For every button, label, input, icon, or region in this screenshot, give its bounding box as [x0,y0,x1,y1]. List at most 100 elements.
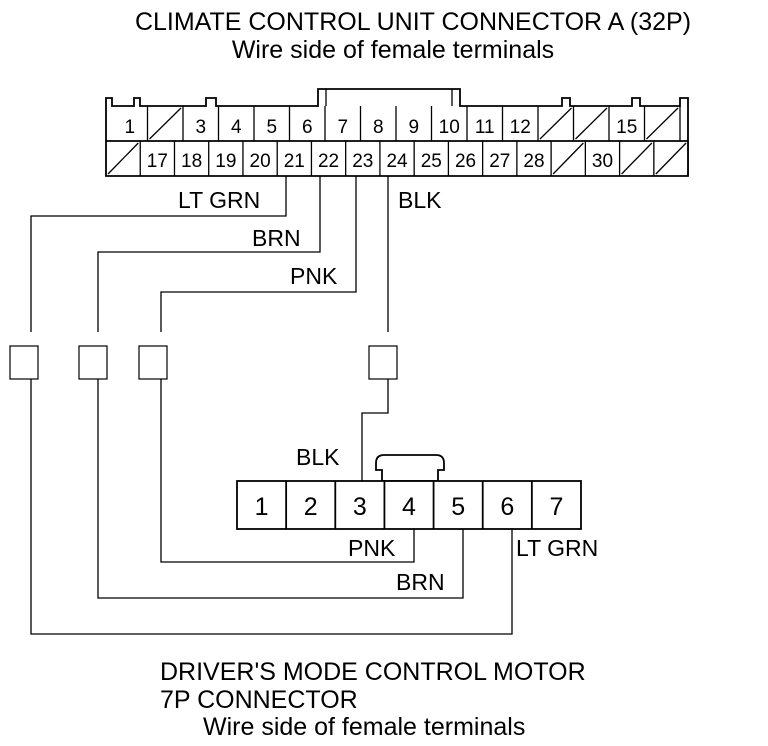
top-row-1-cell: 9 [408,106,433,141]
top-row-2-cell: 28 [523,141,552,176]
top-row-2-pin-label: 30 [592,151,613,172]
top-row-2-cell: 17 [147,141,176,176]
top-row-1-pin-label: 10 [439,117,460,138]
bottom-pin-label: 6 [500,493,514,521]
top-connector-row-2: 17 18 19 20 21 22 23 24 25 26 27 28 30 [107,141,689,176]
top-row-2-pin-label: 23 [352,151,373,172]
top-row-2-cell [621,141,655,176]
top-row-2-cell: 22 [318,141,347,176]
top-row-1-pin-label: 5 [266,117,277,138]
top-row-1-pin-label: 12 [510,117,531,138]
wire-label-pnk-bottom: PNK [348,535,396,561]
inline-connector-lt-grn [9,345,39,380]
top-row-2-cell [655,141,689,176]
top-row-2-cell [552,141,587,176]
top-row-2-cell: 21 [284,141,313,176]
top-row-1-pin-label: 11 [475,117,495,138]
bottom-pin-cell: 3 [334,481,367,529]
top-row-2-pin-label: 28 [523,151,544,172]
top-row-1-pin-label: 1 [124,117,135,138]
top-row-2-pin-label: 19 [215,151,236,172]
top-row-1-cell [539,106,575,141]
top-row-1-empty-slot-slash [539,107,572,140]
top-row-1-empty-slot-slash [149,107,182,140]
wire-pnk-bottom [160,379,415,563]
wire-label-brn-top: BRN [252,225,301,251]
top-row-1-pin-label: 9 [408,117,419,138]
top-row-1-cell: 15 [616,106,646,141]
inline-connector-brn [78,345,108,380]
top-row-2-pin-label: 18 [181,151,202,172]
top-connector-row-1: 1 3 4 5 6 7 8 9 10 11 12 15 [124,106,681,141]
top-row-1-pin-label: 4 [231,117,242,138]
top-row-2-cell [107,141,141,176]
top-row-2-empty-slot-slash [107,142,139,175]
top-row-1-empty-slot-slash [575,107,608,140]
top-row-2-empty-slot-slash [621,142,653,175]
bottom-pin-label: 1 [255,493,269,521]
wire-label-brn-bottom: BRN [396,569,445,595]
top-row-1-cell: 7 [337,106,362,141]
bottom-connector-subtitle: Wire side of female terminals [203,713,525,741]
top-row-1-empty-slot-slash [646,107,679,140]
top-row-2-cell: 27 [489,141,518,176]
top-row-2-cell: 18 [181,141,210,176]
top-row-2-pin-label: 26 [455,151,476,172]
wire-label-blk-bottom: BLK [296,444,340,470]
top-row-1-pin-label: 6 [302,117,313,138]
top-row-2-cell: 23 [352,141,381,176]
top-row-2-pin-label: 17 [147,151,168,172]
top-row-1-cell [646,106,681,141]
wire-pnk-top [160,176,357,332]
bottom-connector-pins: 1 2 3 4 5 6 7 [255,481,563,529]
inline-connector-pnk [138,345,168,380]
bottom-pin-cell: 5 [432,481,465,529]
bottom-pin-label: 3 [353,493,367,521]
top-row-2-empty-slot-slash [655,142,687,175]
top-row-1-pin-label: 8 [373,117,384,138]
top-row-1-cell: 6 [302,106,326,141]
top-row-1-cell [149,106,184,141]
top-connector-title: CLIMATE CONTROL UNIT CONNECTOR A (32P) [135,8,691,36]
top-row-2-pin-label: 21 [284,151,305,172]
top-connector-subtitle: Wire side of female terminals [232,36,554,64]
bottom-pin-label: 2 [304,493,318,521]
top-row-2-cell: 19 [215,141,244,176]
wire-label-blk-top: BLK [398,187,442,213]
bottom-pin-cell: 6 [481,481,514,529]
wire-brn-bottom [97,379,464,599]
top-row-2-pin-label: 24 [386,151,408,172]
top-row-2-cell: 26 [455,141,484,176]
bottom-pin-label: 7 [549,493,563,521]
wire-label-pnk-top: PNK [290,263,338,289]
bottom-pin-label: 5 [451,493,465,521]
top-row-1-pin-label: 15 [616,117,637,138]
top-row-1-cell: 12 [510,106,539,141]
top-row-2-cell: 30 [592,141,621,176]
top-row-1-pin-label: 7 [337,117,348,138]
top-row-1-cell: 10 [439,106,468,141]
top-row-2-pin-label: 25 [421,151,442,172]
bottom-pin-label: 4 [402,493,416,521]
wire-lt-grn-bottom [30,379,513,635]
top-row-1-cell: 4 [231,106,255,141]
wire-lt-grn-top [30,176,287,332]
bottom-pin-cell: 7 [530,481,563,529]
inline-connector-blk [368,345,398,380]
bottom-pin-cell: 2 [285,481,318,529]
bottom-pin-cell: 4 [383,481,416,529]
top-row-1-cell [575,106,610,141]
bottom-pin-cell: 1 [255,493,269,521]
top-row-2-pin-label: 20 [250,151,271,172]
top-row-2-pin-label: 22 [318,151,339,172]
top-row-2-empty-slot-slash [552,142,584,175]
top-row-1-pin-label: 3 [195,117,206,138]
top-row-2-cell: 25 [421,141,450,176]
wire-blk-bottom [361,379,389,481]
wire-label-lt-grn-bottom: LT GRN [516,535,598,561]
top-row-2-cell: 24 [386,141,415,176]
top-row-2-pin-label: 27 [489,151,510,172]
wire-brn-top [97,176,321,332]
top-row-1-cell: 11 [475,106,504,141]
